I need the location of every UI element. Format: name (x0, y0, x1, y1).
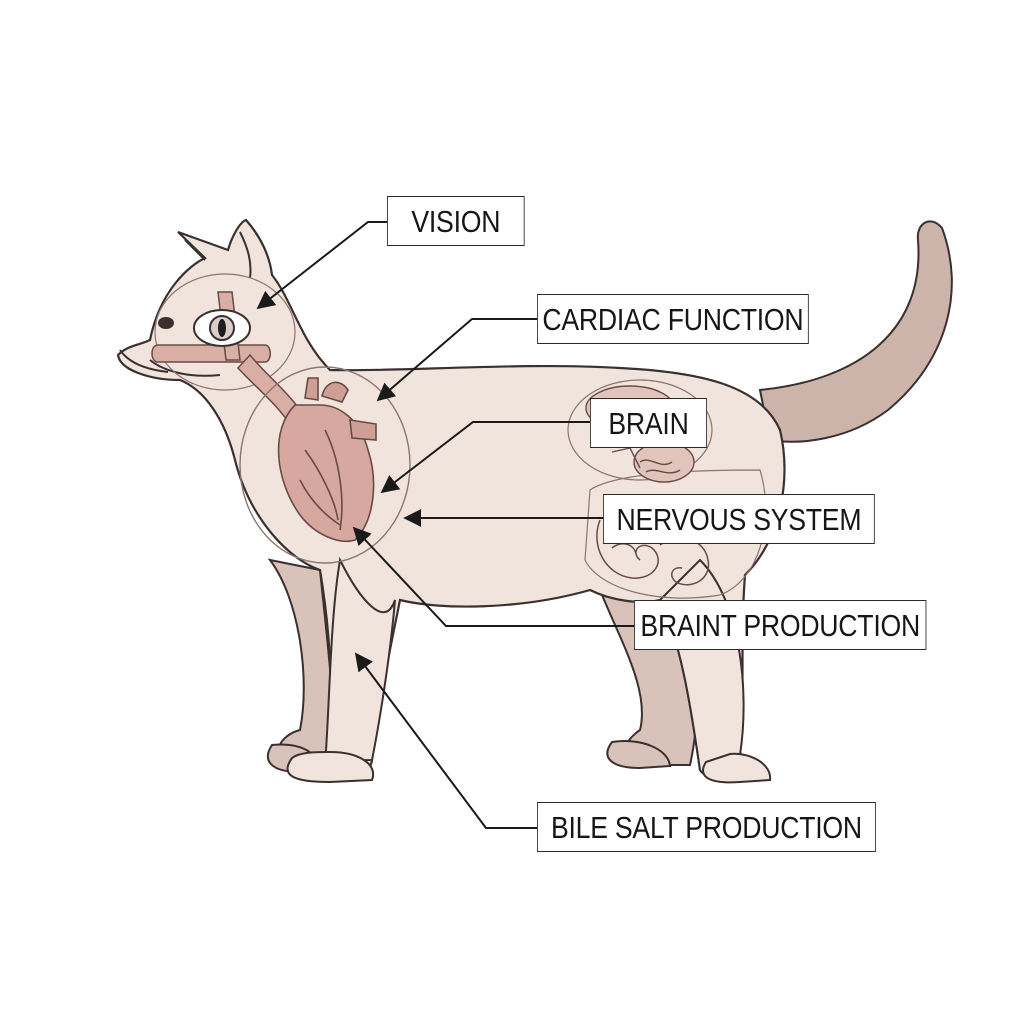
head-region-outline (154, 273, 296, 391)
leader-lines (256, 221, 634, 829)
eye-icon (193, 309, 251, 347)
leader-braint (352, 526, 634, 627)
cat-head-details (119, 231, 252, 377)
cat-tail (758, 220, 953, 443)
leader-cardiac (376, 318, 537, 402)
intestines-icon (596, 518, 710, 586)
label-cardiac-function: CARDIAC FUNCTION (537, 294, 809, 344)
label-vision: VISION (387, 196, 525, 246)
cat-paws (266, 740, 772, 784)
label-braint-production: BRAINT PRODUCTION (634, 600, 927, 650)
leader-vision (256, 221, 387, 310)
label-bile-salt-production: BILE SALT PRODUCTION (537, 802, 876, 852)
leader-brain (380, 421, 590, 494)
label-brain: BRAIN (590, 398, 707, 448)
leader-bile (354, 652, 537, 829)
chest-region-outline (239, 366, 411, 564)
label-nervous-system: NERVOUS SYSTEM (603, 494, 875, 544)
heart-icon (277, 377, 377, 542)
abdomen-upper-outline (567, 379, 713, 481)
